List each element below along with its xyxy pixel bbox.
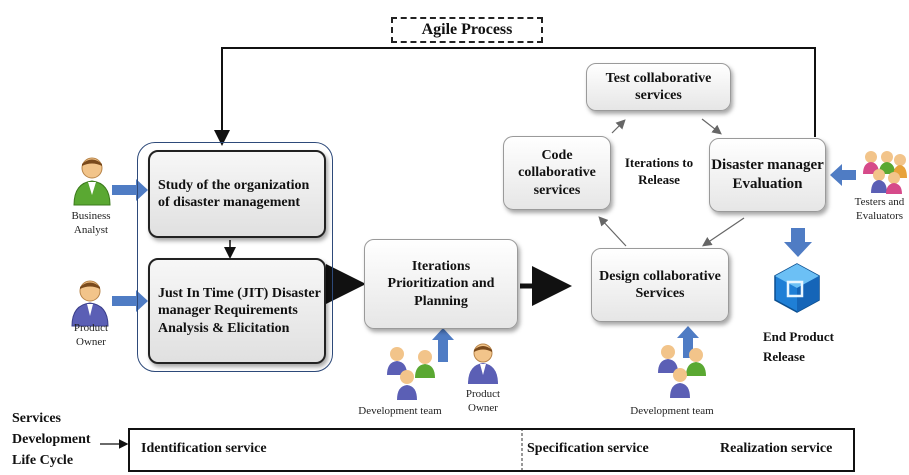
- lifecycle-specification: Specification service: [527, 441, 649, 456]
- test-box: Test collaborative services: [586, 63, 731, 111]
- agile-process-label: Agile Process: [391, 17, 543, 43]
- testers-icon: [860, 148, 908, 194]
- lifecycle-identification: Identification service: [141, 441, 267, 456]
- end-product-icon: [772, 262, 822, 314]
- product-owner-left-label: Product Owner: [73, 322, 109, 348]
- jit-box: Just In Time (JIT) Disaster manager Requ…: [148, 258, 326, 364]
- product-owner-left-icon: [70, 278, 110, 328]
- evaluation-box: Disaster manager Evaluation: [709, 138, 826, 212]
- design-to-code-arrow: [598, 216, 627, 247]
- lifecycle-realization: Realization service: [720, 441, 833, 456]
- dev-team-2-label: Development team: [630, 405, 714, 417]
- requirements-group: [137, 142, 333, 372]
- lifecycle-label: Services Development Life Cycle: [12, 411, 91, 468]
- lifecycle-bar: [128, 428, 855, 472]
- code-box: Code collaborative services: [503, 136, 611, 210]
- dev-team-1-label: Development team: [358, 405, 442, 417]
- agile-loop-line: [214, 47, 816, 146]
- business-analyst-label: Business Analyst: [71, 210, 111, 236]
- testers-arrow: [830, 164, 856, 186]
- cycle-center-label: Iterations to Release: [624, 155, 694, 187]
- iterations-box: Iterations Prioritization and Planning: [364, 239, 518, 329]
- dev-team-1-arrow: [432, 328, 454, 362]
- end-product-label: End Product Release: [763, 329, 834, 365]
- dev-team-2-icon: [656, 343, 708, 401]
- dev-team-2-arrow: [677, 326, 699, 358]
- design-box: Design collaborative Services: [591, 248, 729, 322]
- eval-to-design-arrow: [702, 217, 745, 247]
- testers-label: Testers and Evaluators: [854, 196, 905, 222]
- product-owner-mid-icon: [466, 342, 500, 386]
- product-owner-mid-label: Product Owner: [465, 388, 501, 414]
- end-product-arrow: [784, 228, 812, 257]
- business-analyst-icon: [72, 155, 112, 207]
- business-analyst-arrow: [112, 179, 148, 201]
- product-owner-arrow: [112, 290, 148, 312]
- test-to-eval-arrow: [701, 118, 722, 135]
- code-to-test-arrow: [611, 119, 626, 134]
- dev-team-1-icon: [385, 345, 437, 403]
- study-box: Study of the organization of disaster ma…: [148, 150, 326, 238]
